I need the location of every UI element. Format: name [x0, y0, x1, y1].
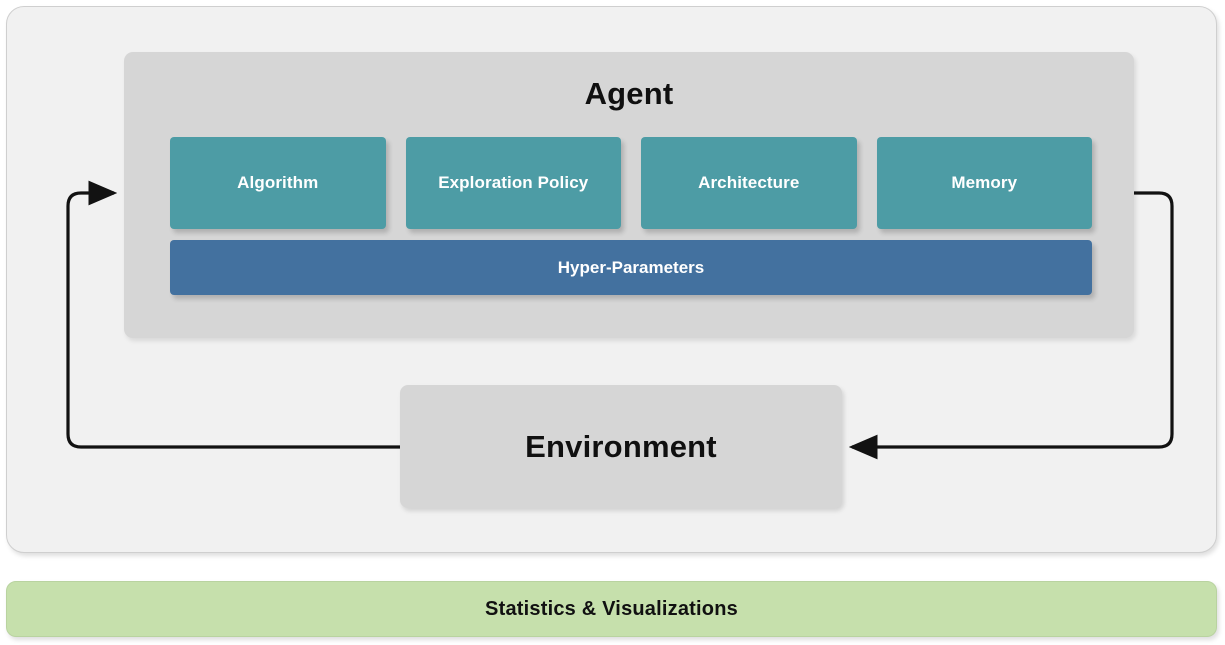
hyper-parameters-label: Hyper-Parameters	[557, 257, 705, 277]
statistics-visualizations-label: Statistics & Visualizations	[485, 597, 738, 620]
component-architecture[interactable]: Architecture	[641, 137, 857, 229]
environment-label: Environment	[525, 428, 717, 464]
environment-box[interactable]: Environment	[400, 385, 842, 508]
component-algorithm[interactable]: Algorithm	[170, 137, 386, 229]
component-exploration-policy-label: Exploration Policy	[438, 173, 589, 192]
component-architecture-label: Architecture	[698, 173, 800, 192]
hyper-parameters-bar[interactable]: Hyper-Parameters	[170, 240, 1092, 295]
agent-components-row: Algorithm Exploration Policy Architectur…	[170, 137, 1092, 229]
component-algorithm-label: Algorithm	[237, 173, 319, 192]
agent-panel: Agent Algorithm Exploration Policy Archi…	[124, 52, 1134, 338]
component-memory-label: Memory	[951, 173, 1018, 192]
agent-title: Agent	[584, 76, 674, 111]
component-memory[interactable]: Memory	[876, 137, 1092, 229]
component-exploration-policy[interactable]: Exploration Policy	[405, 137, 621, 229]
statistics-visualizations-bar[interactable]: Statistics & Visualizations	[6, 581, 1217, 637]
